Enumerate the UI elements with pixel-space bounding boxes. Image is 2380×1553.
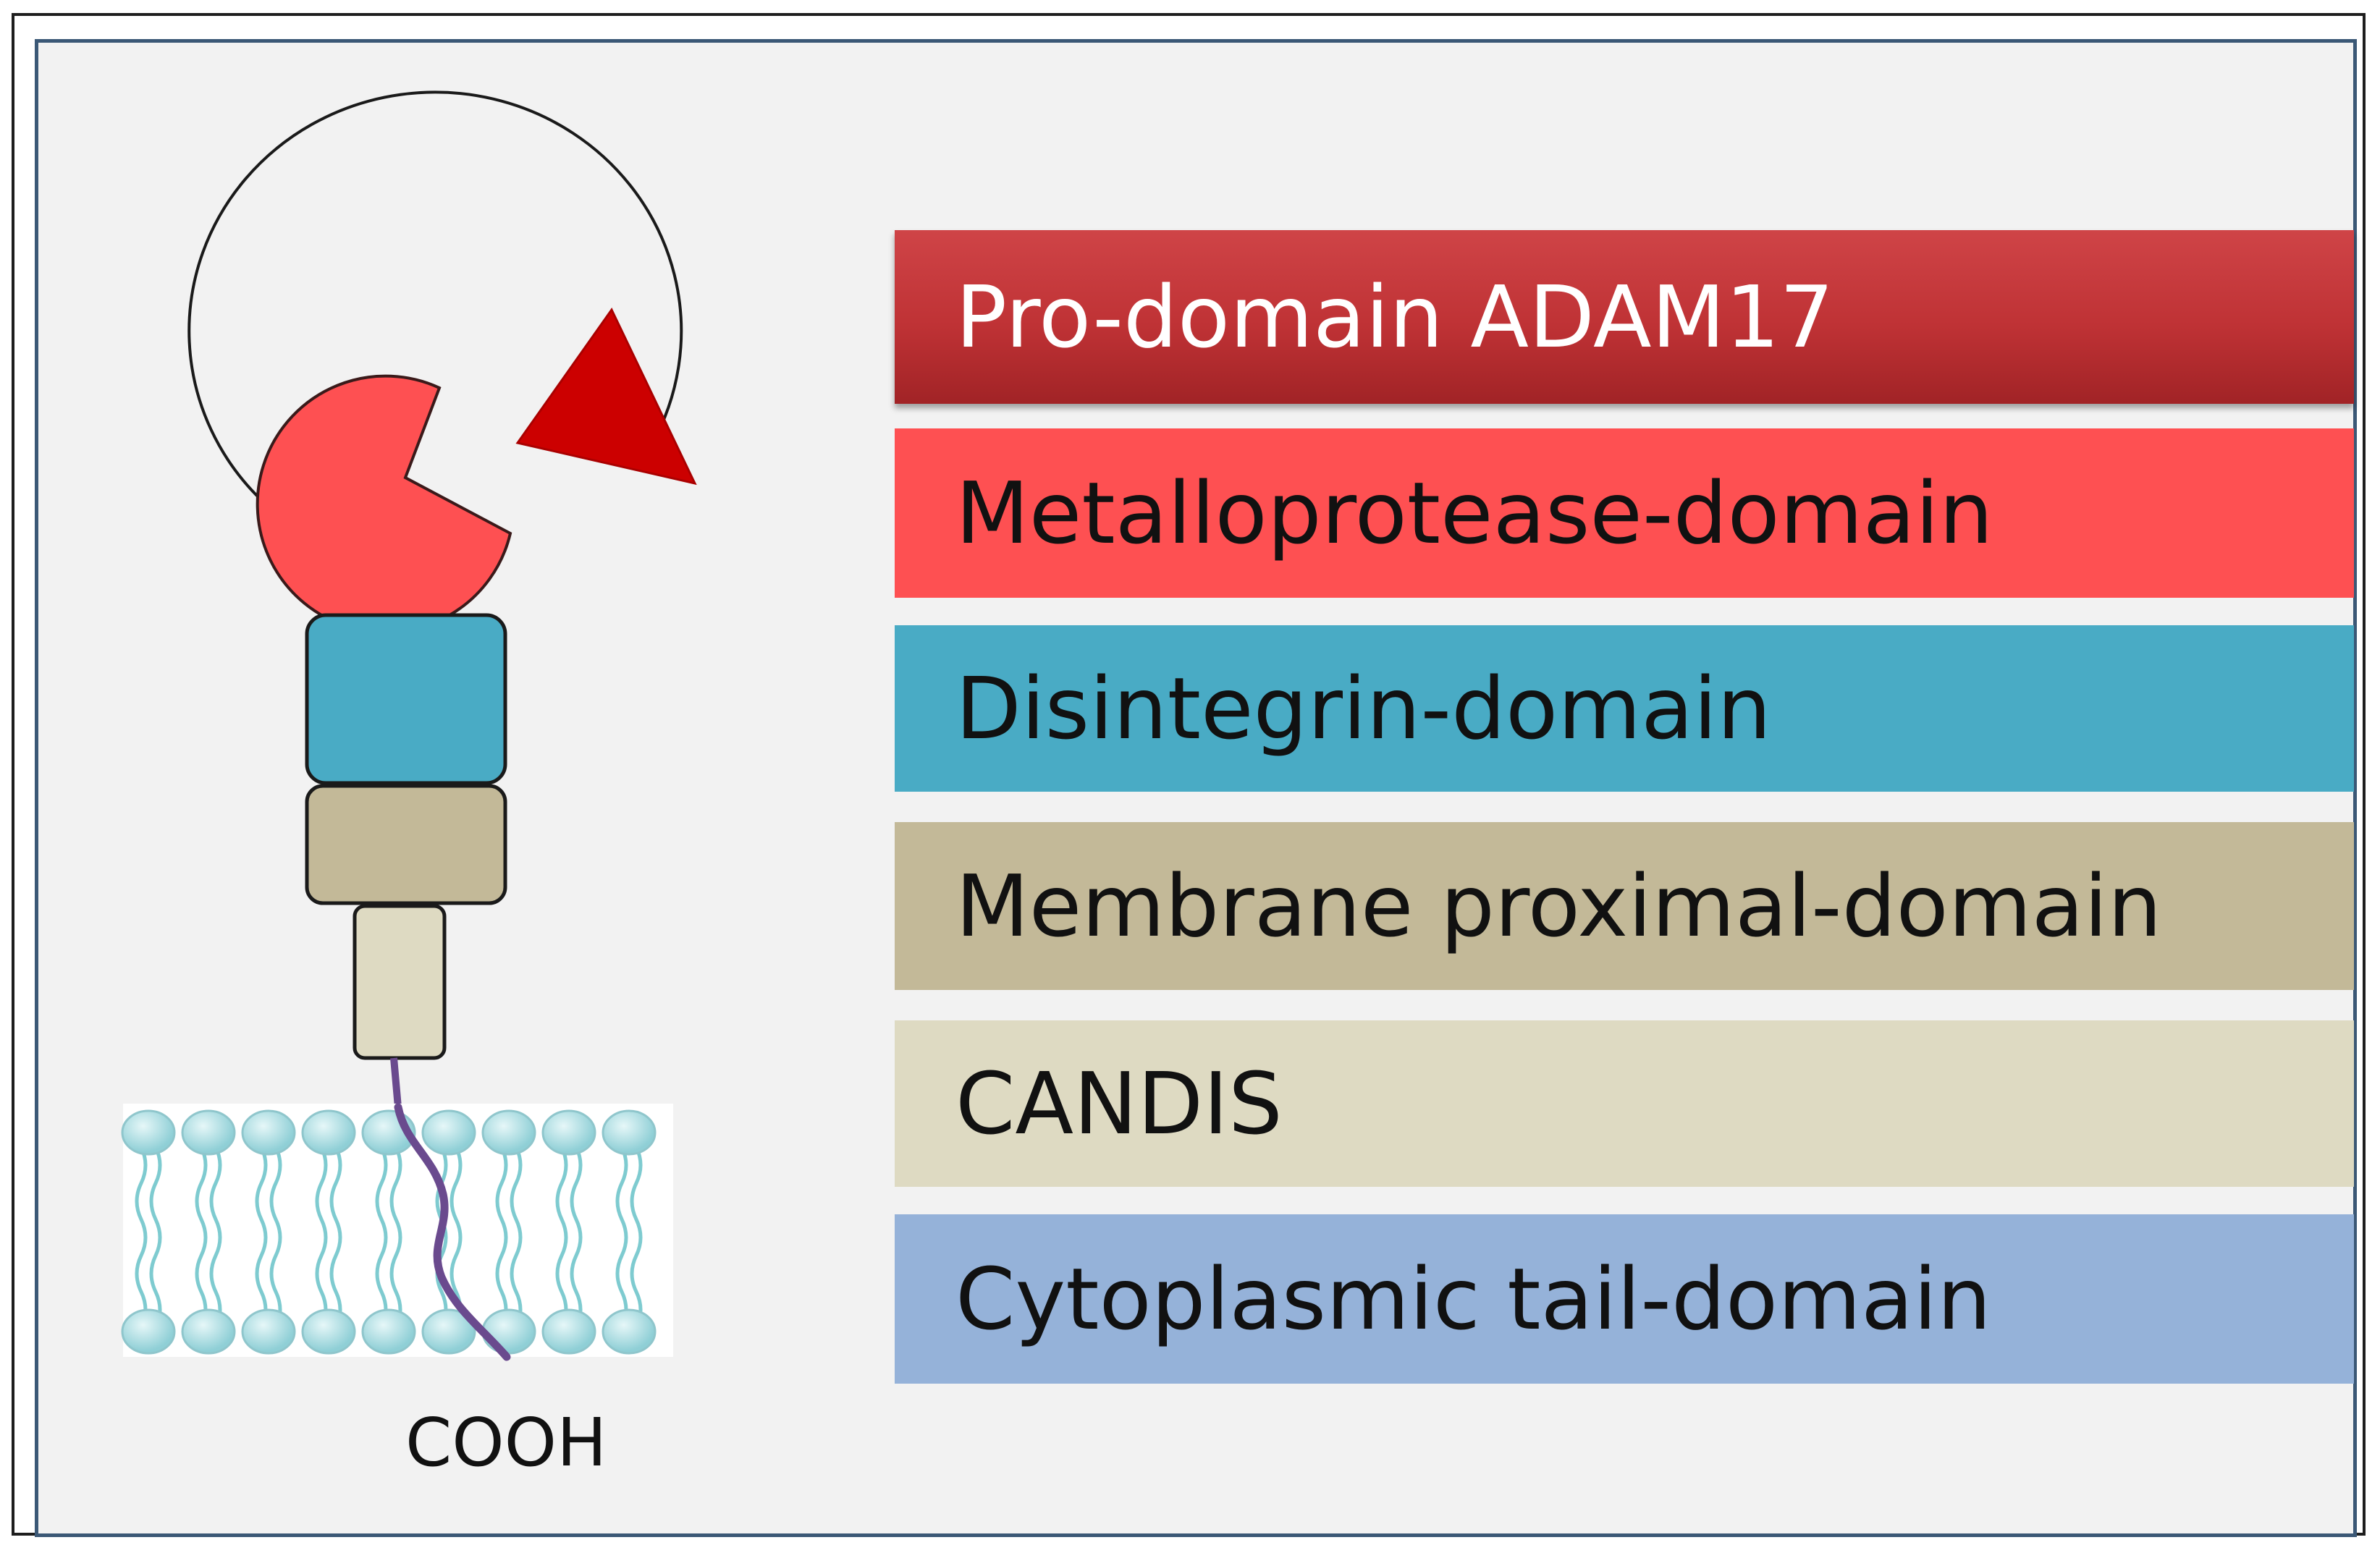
lipid-bilayer xyxy=(121,1104,673,1357)
membrane-proximal-block xyxy=(305,784,507,905)
cooh-terminus-label: COOH xyxy=(405,1404,607,1481)
legend-candis-label: CANDIS xyxy=(955,1054,1283,1154)
legend-membrane-proximal-domain: Membrane proximal-domain xyxy=(895,822,2354,990)
legend-pro-domain: Pro-domain ADAM17 xyxy=(895,230,2354,404)
cytoplasmic-tail-strand xyxy=(394,1103,511,1361)
candis-block xyxy=(353,904,447,1060)
pro-domain-triangle xyxy=(515,308,697,486)
legend-cytoplasmic-tail-label: Cytoplasmic tail-domain xyxy=(955,1249,1991,1349)
legend-disintegrin-domain: Disintegrin-domain xyxy=(895,625,2354,792)
legend-membrane-proximal-label: Membrane proximal-domain xyxy=(955,856,2162,956)
legend-cytoplasmic-tail-domain: Cytoplasmic tail-domain xyxy=(895,1214,2354,1384)
legend-metalloprotease-domain: Metalloprotease-domain xyxy=(895,428,2354,598)
legend-pro-domain-label: Pro-domain ADAM17 xyxy=(955,267,1834,367)
metalloprotease-pacman xyxy=(256,374,512,634)
legend-metalloprotease-label: Metalloprotease-domain xyxy=(955,463,1993,563)
transmembrane-linker xyxy=(390,1057,402,1108)
legend-disintegrin-label: Disintegrin-domain xyxy=(955,659,1772,758)
pro-domain-loop xyxy=(187,90,683,501)
disintegrin-block xyxy=(305,613,507,785)
legend-candis: CANDIS xyxy=(895,1020,2354,1187)
